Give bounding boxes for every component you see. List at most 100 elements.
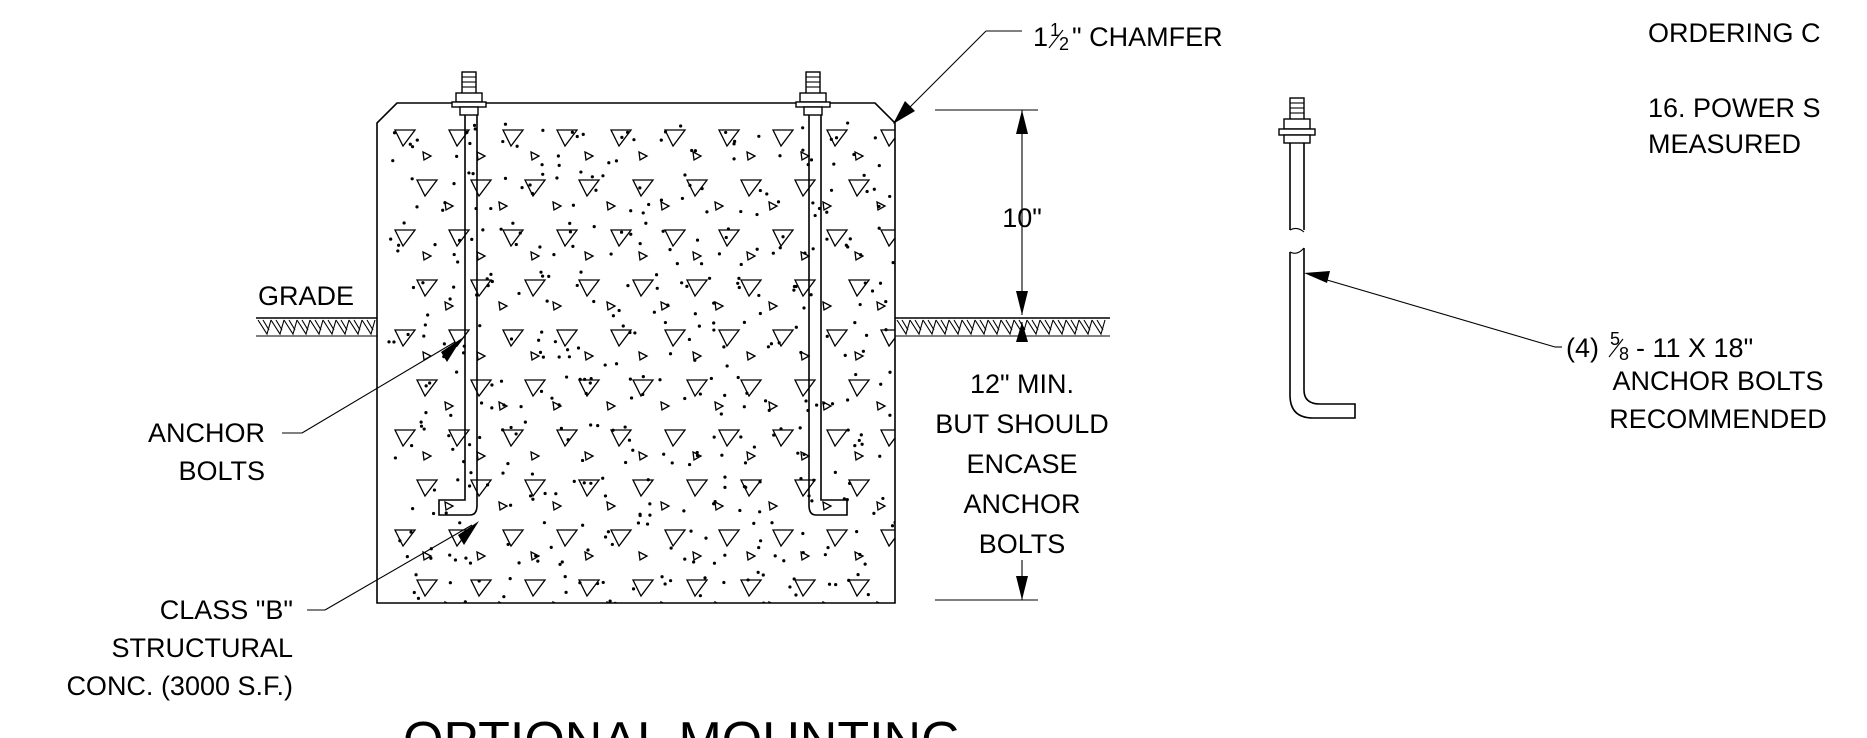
aggregate-dot <box>698 594 702 598</box>
aggregate-triangle <box>415 479 439 498</box>
aggregate-dot <box>902 141 905 144</box>
aggregate-dot <box>934 376 937 379</box>
aggregate-dot <box>723 475 727 479</box>
aggregate-dot <box>632 138 636 142</box>
aggregate-dot <box>456 478 460 482</box>
aggregate-dot <box>655 286 659 290</box>
aggregate-dot <box>422 427 426 431</box>
aggregate-dot <box>801 148 805 152</box>
aggregate-dot <box>687 462 692 467</box>
aggregate-triangle-small <box>822 300 833 312</box>
aggregate-dot <box>846 121 850 125</box>
aggregate-triangle <box>447 429 471 448</box>
aggregate-dot <box>540 274 545 278</box>
aggregate-dot <box>918 438 921 441</box>
aggregate-dot <box>617 308 621 313</box>
aggregate-triangle-small <box>909 152 917 160</box>
aggregate-triangle-small <box>822 200 833 212</box>
aggregate-dot <box>724 130 728 135</box>
aggregate-dot <box>471 172 475 176</box>
aggregate-triangle-small <box>422 250 433 262</box>
aggregate-triangle <box>577 179 601 198</box>
aggregate-triangle <box>577 379 601 398</box>
aggregate-dot <box>663 605 666 608</box>
aggregate-triangle-small <box>714 400 725 412</box>
aggregate-dot <box>742 607 745 610</box>
aggregate-triangle <box>447 229 471 248</box>
aggregate-dot <box>455 154 459 158</box>
aggregate-triangle <box>771 429 795 448</box>
aggregate-triangle <box>501 129 525 148</box>
aggregate-dot <box>846 428 850 432</box>
aggregate-triangle-small <box>854 150 865 162</box>
aggregate-dot <box>481 228 485 232</box>
aggregate-dot <box>910 261 913 264</box>
aggregate-dot <box>570 130 574 134</box>
aggregate-triangle <box>793 579 817 598</box>
aggregate-dot <box>742 320 747 324</box>
aggregate-dot <box>515 144 519 148</box>
aggregate-dot <box>685 284 689 288</box>
aggregate-dot <box>683 396 687 401</box>
aggregate-dot <box>566 438 570 442</box>
aggregate-dot <box>444 511 448 515</box>
aggregate-dot <box>603 535 608 539</box>
aggregate-dot <box>765 192 769 196</box>
anchor-bolts-leader <box>282 338 462 434</box>
aggregate-dot <box>693 149 698 153</box>
aggregate-dot <box>538 350 543 354</box>
aggregate-triangle-small <box>606 500 617 512</box>
aggregate-dot <box>758 311 762 316</box>
anchor-bolts-line-1: ANCHOR <box>148 418 265 448</box>
aggregate-dot <box>698 392 702 396</box>
aggregate-dot <box>943 591 946 594</box>
aggregate-triangle-small <box>606 400 617 412</box>
aggregate-dot <box>508 577 512 581</box>
aggregate-triangle <box>631 179 655 198</box>
aggregate-dot <box>692 560 696 564</box>
aggregate-dot <box>514 432 518 436</box>
aggregate-triangle <box>609 529 633 548</box>
aggregate-dot <box>680 281 684 285</box>
aggregate-dot <box>579 170 583 174</box>
aggregate-dot <box>594 188 598 192</box>
aggregate-triangle <box>825 229 849 248</box>
aggregate-triangle-small <box>746 350 757 362</box>
bolt-spec-leader <box>1304 271 1562 348</box>
aggregate-dot <box>626 284 630 288</box>
aggregate-dot <box>929 607 932 610</box>
aggregate-triangle-small <box>714 500 725 512</box>
aggregate-dot <box>468 443 472 447</box>
aggregate-dot <box>558 562 562 566</box>
aggregate-dot <box>387 340 391 344</box>
aggregate-dot <box>565 348 570 352</box>
aggregate-dot <box>542 521 547 525</box>
aggregate-dot <box>470 237 474 241</box>
aggregate-dot <box>866 593 870 597</box>
aggregate-triangle-small <box>530 350 541 362</box>
aggregate-triangle <box>847 179 871 198</box>
aggregate-dot <box>872 511 876 515</box>
aggregate-triangle <box>903 380 923 396</box>
aggregate-triangle <box>825 429 849 448</box>
aggregate-dot <box>609 252 613 256</box>
aggregate-triangle-small <box>476 550 487 562</box>
aggregate-triangle-small <box>530 550 541 562</box>
aggregate-triangle <box>663 229 687 248</box>
aggregate-dot <box>899 545 902 548</box>
aggregate-dot <box>550 396 554 400</box>
concrete-leader <box>307 521 479 611</box>
aggregate-dot <box>834 582 838 587</box>
aggregate-dot <box>595 581 600 586</box>
aggregate-dot <box>675 262 679 266</box>
aggregate-triangle <box>631 279 655 298</box>
aggregate-dot <box>468 141 472 146</box>
aggregate-triangle <box>631 379 655 398</box>
aggregate-triangle <box>469 379 493 398</box>
anchor-bolt-detail <box>1278 97 1356 419</box>
aggregate-dot <box>571 203 576 207</box>
anchor-bolt-left <box>438 71 487 516</box>
aggregate-dot <box>426 313 430 317</box>
aggregate-dot <box>389 237 393 241</box>
aggregate-triangle <box>717 429 741 448</box>
